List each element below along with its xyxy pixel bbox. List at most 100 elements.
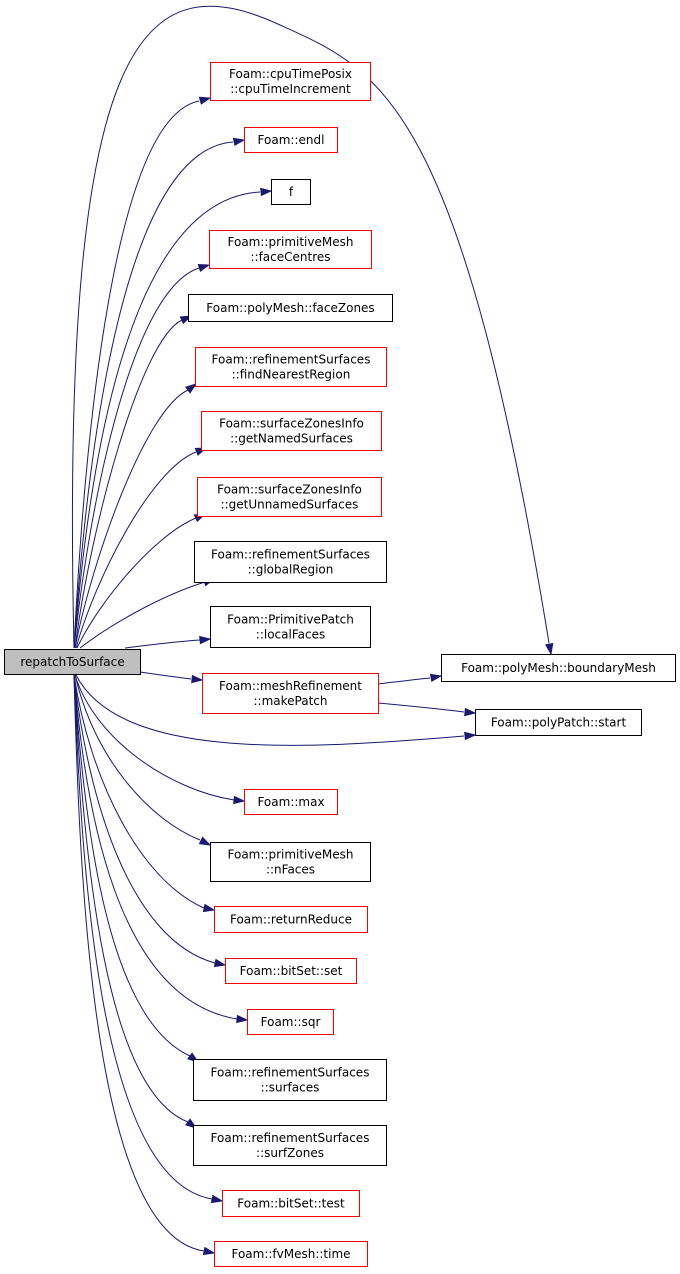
arrow-head (199, 635, 212, 645)
edge-line (73, 191, 261, 649)
node-time[interactable]: Foam::fvMesh::time (214, 1241, 368, 1267)
arrow-head (191, 674, 204, 684)
node-label: repatchToSurface (20, 655, 124, 669)
edge-line (79, 581, 206, 649)
node-box (214, 906, 368, 933)
arrow-head (260, 187, 273, 197)
node-label: ::surfZones (256, 1146, 324, 1160)
edge-root-to-time (73, 674, 216, 1256)
node-label: Foam::polyPatch::start (491, 716, 627, 730)
node-endl[interactable]: Foam::endl (244, 127, 338, 153)
node-label: ::globalRegion (248, 563, 334, 577)
node-label: Foam::surfaceZonesInfo (217, 483, 362, 497)
node-box (244, 789, 338, 815)
edge-line (74, 674, 201, 841)
node-boundaryMesh[interactable]: Foam::polyMesh::boundaryMesh (441, 654, 676, 682)
node-sqr[interactable]: Foam::sqr (247, 1009, 334, 1035)
edge-line (73, 267, 200, 649)
arrow-head (232, 137, 246, 146)
node-label: ::surfaces (261, 1081, 320, 1095)
edge-line (377, 677, 431, 685)
node-box (225, 958, 357, 984)
node-findNearestRegion[interactable]: Foam::refinementSurfaces::findNearestReg… (195, 347, 387, 387)
edge-root-to-makePatch (139, 671, 204, 684)
node-box (193, 1125, 387, 1166)
node-label: ::makePatch (254, 694, 328, 708)
edge-line (71, 5, 550, 649)
node-faceZones[interactable]: Foam::polyMesh::faceZones (188, 294, 393, 322)
edge-root-to-endl (73, 137, 246, 649)
edges-layer (71, 5, 554, 1256)
node-max[interactable]: Foam::max (244, 789, 338, 815)
edge-line (73, 674, 205, 909)
edge-line (73, 100, 200, 649)
node-getNamedSurfaces[interactable]: Foam::surfaceZonesInfo::getNamedSurfaces (201, 411, 382, 451)
edge-line (74, 389, 189, 649)
arrow-head (429, 673, 443, 682)
node-box (202, 673, 379, 714)
node-nFaces[interactable]: Foam::primitiveMesh::nFaces (210, 842, 371, 882)
node-box (188, 294, 393, 322)
node-returnReduce[interactable]: Foam::returnReduce (214, 906, 368, 933)
node-start[interactable]: Foam::polyPatch::start (475, 709, 642, 736)
edge-line (74, 319, 183, 649)
node-label: Foam::sqr (261, 1015, 321, 1029)
node-surfaces[interactable]: Foam::refinementSurfaces::surfaces (193, 1059, 387, 1101)
node-label: Foam::polyMesh::boundaryMesh (461, 661, 656, 675)
edge-root-to-f (73, 187, 273, 649)
node-label: Foam::refinementSurfaces (211, 548, 370, 562)
node-label: Foam::returnReduce (230, 913, 352, 927)
node-globalRegion[interactable]: Foam::refinementSurfaces::globalRegion (194, 541, 387, 583)
node-box (194, 541, 387, 583)
arrow-head (545, 642, 554, 656)
edge-makePatch-to-start (377, 702, 477, 717)
node-label: Foam::max (257, 795, 324, 809)
edge-line (75, 674, 465, 746)
edge-line (139, 671, 192, 680)
arrow-head (198, 96, 212, 105)
arrow-head (210, 1194, 224, 1204)
node-f[interactable]: f (271, 179, 311, 205)
node-cpuTimeIncrement[interactable]: Foam::cpuTimePosix::cpuTimeIncrement (210, 62, 371, 101)
node-label: ::getNamedSurfaces (230, 432, 353, 446)
edge-line (377, 702, 465, 713)
node-getUnnamedSurfaces[interactable]: Foam::surfaceZonesInfo::getUnnamedSurfac… (197, 477, 382, 517)
node-set[interactable]: Foam::bitSet::set (225, 958, 357, 984)
node-box (195, 347, 387, 387)
edge-makePatch-to-boundaryMesh (377, 673, 443, 685)
node-localFaces[interactable]: Foam::PrimitivePatch::localFaces (210, 606, 371, 648)
node-makePatch[interactable]: Foam::meshRefinement::makePatch (202, 673, 379, 714)
arrow-head (464, 731, 477, 741)
edge-line (73, 674, 191, 1057)
arrow-head (464, 707, 477, 717)
edge-line (73, 674, 216, 964)
edge-root-to-globalRegion (79, 578, 216, 649)
node-label: Foam::refinementSurfaces (211, 1066, 370, 1080)
arrow-head (202, 903, 216, 913)
edge-line (74, 674, 235, 801)
node-faceCentres[interactable]: Foam::primitiveMesh::faceCentres (209, 230, 372, 269)
arrow-head (202, 1246, 216, 1256)
node-box (201, 411, 382, 451)
edge-line (73, 674, 213, 1200)
node-label: ::localFaces (256, 628, 325, 642)
edge-line (73, 674, 238, 1020)
node-box (222, 1190, 360, 1217)
node-label: ::faceCentres (250, 250, 330, 264)
node-label: Foam::refinementSurfaces (212, 353, 371, 367)
arrow-head (236, 1014, 249, 1024)
node-box (214, 1241, 368, 1267)
edge-line (73, 141, 234, 649)
edge-root-to-getUnnamedSurfaces (76, 513, 207, 649)
edge-root-to-boundaryMesh (71, 5, 554, 656)
edge-root-to-sqr (73, 674, 249, 1024)
node-box (210, 62, 371, 101)
edge-line (124, 639, 201, 649)
node-test[interactable]: Foam::bitSet::test (222, 1190, 360, 1217)
edge-root-to-localFaces (124, 635, 212, 649)
node-label: Foam::primitiveMesh (228, 848, 354, 862)
node-surfZones[interactable]: Foam::refinementSurfaces::surfZones (193, 1125, 387, 1166)
edge-line (75, 451, 197, 649)
node-box (4, 649, 141, 675)
